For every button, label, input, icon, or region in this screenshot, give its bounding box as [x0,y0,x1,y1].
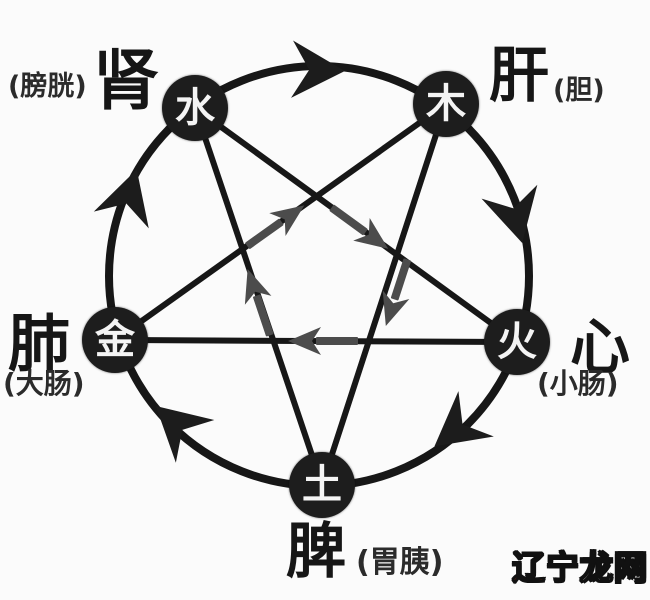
label-liver: 肝 [489,41,549,111]
generating-arrow-metal-to-water-icon [93,161,165,229]
node-earth: 土 [289,452,355,518]
label-gallbladder: (胆) [553,75,605,106]
overcoming-arrow-earth-to-water-icon [234,264,284,340]
overcoming-arrow-water-to-fire-icon [323,196,397,261]
node-water: 水 [162,75,228,141]
overcoming-arrow-fire-to-metal-icon [288,327,358,355]
label-bladder: (膀胱) [8,71,87,102]
label-spleen: 脾 [286,517,346,587]
watermark: 辽宁龙网 [511,548,648,587]
label-large-intestine: (大肠) [3,367,85,400]
node-metal: 金 [82,307,148,373]
label-kidney: 肾 [93,42,159,119]
watermark-red-text: 辽宁 [511,548,580,587]
label-stomach-pancreas: (胃胰) [356,545,444,580]
node-fire: 火 [484,309,550,375]
label-heart: 心 [570,313,630,383]
label-small-intestine: (小肠) [537,367,619,400]
watermark-white-text: 龙网 [579,548,648,587]
node-wood: 木 [413,71,479,137]
label-lung: 肺 [8,307,71,380]
